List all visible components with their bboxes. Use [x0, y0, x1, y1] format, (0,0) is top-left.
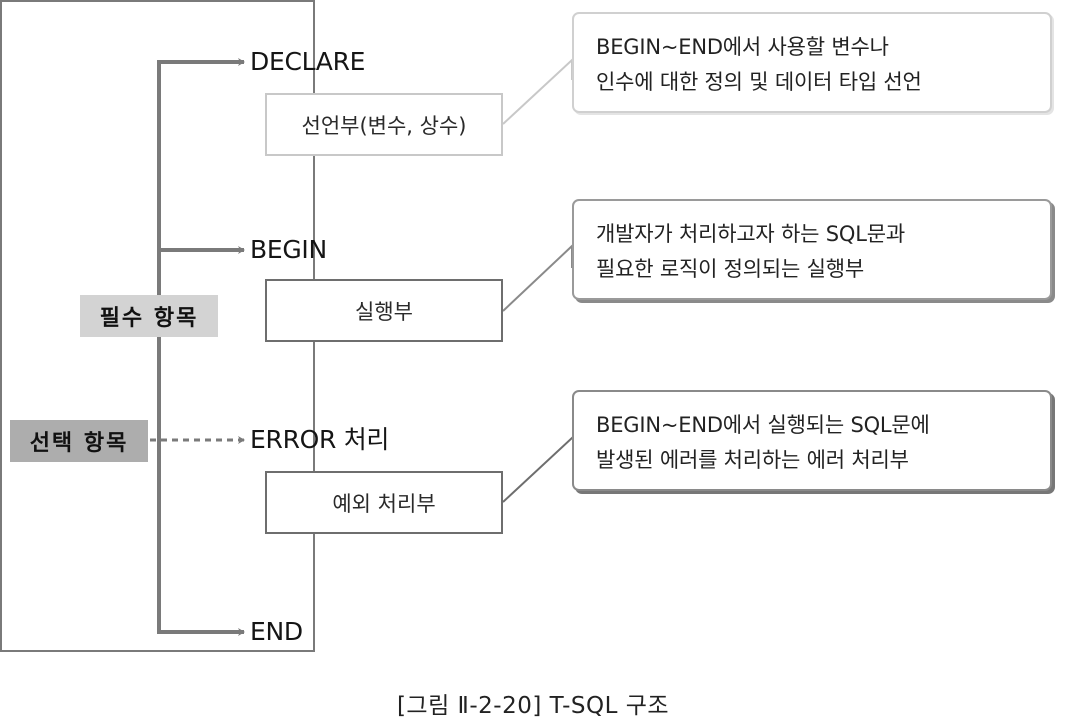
- callout-line: 발생된 에러를 처리하는 에러 처리부: [596, 448, 909, 472]
- required-items-badge: 필수 항목: [80, 295, 218, 337]
- callout-line: BEGIN~END에서 사용할 변수나: [596, 35, 889, 59]
- callout-begin: 개발자가 처리하고자 하는 SQL문과 필요한 로직이 정의되는 실행부: [572, 199, 1052, 300]
- declaration-block: 선언부(변수, 상수): [265, 93, 503, 156]
- callout-line: 필요한 로직이 정의되는 실행부: [596, 257, 864, 281]
- figure-caption: [그림 Ⅱ-2-20] T-SQL 구조: [396, 693, 670, 719]
- callout-line: 개발자가 처리하고자 하는 SQL문과: [596, 222, 905, 246]
- keyword-declare: DECLARE: [250, 47, 366, 76]
- optional-items-badge: 선택 항목: [10, 420, 148, 462]
- keyword-end: END: [250, 617, 303, 646]
- callout-line: 인수에 대한 정의 및 데이터 타입 선언: [596, 70, 922, 94]
- callout-declare: BEGIN~END에서 사용할 변수나 인수에 대한 정의 및 데이터 타입 선…: [572, 12, 1052, 113]
- callout-line: BEGIN~END에서 실행되는 SQL문에: [596, 413, 930, 437]
- keyword-error: ERROR 처리: [250, 425, 390, 454]
- callout-error: BEGIN~END에서 실행되는 SQL문에 발생된 에러를 처리하는 에러 처…: [572, 390, 1052, 491]
- execution-block: 실행부: [265, 279, 503, 342]
- keyword-begin: BEGIN: [250, 235, 327, 264]
- exception-block: 예외 처리부: [265, 471, 503, 534]
